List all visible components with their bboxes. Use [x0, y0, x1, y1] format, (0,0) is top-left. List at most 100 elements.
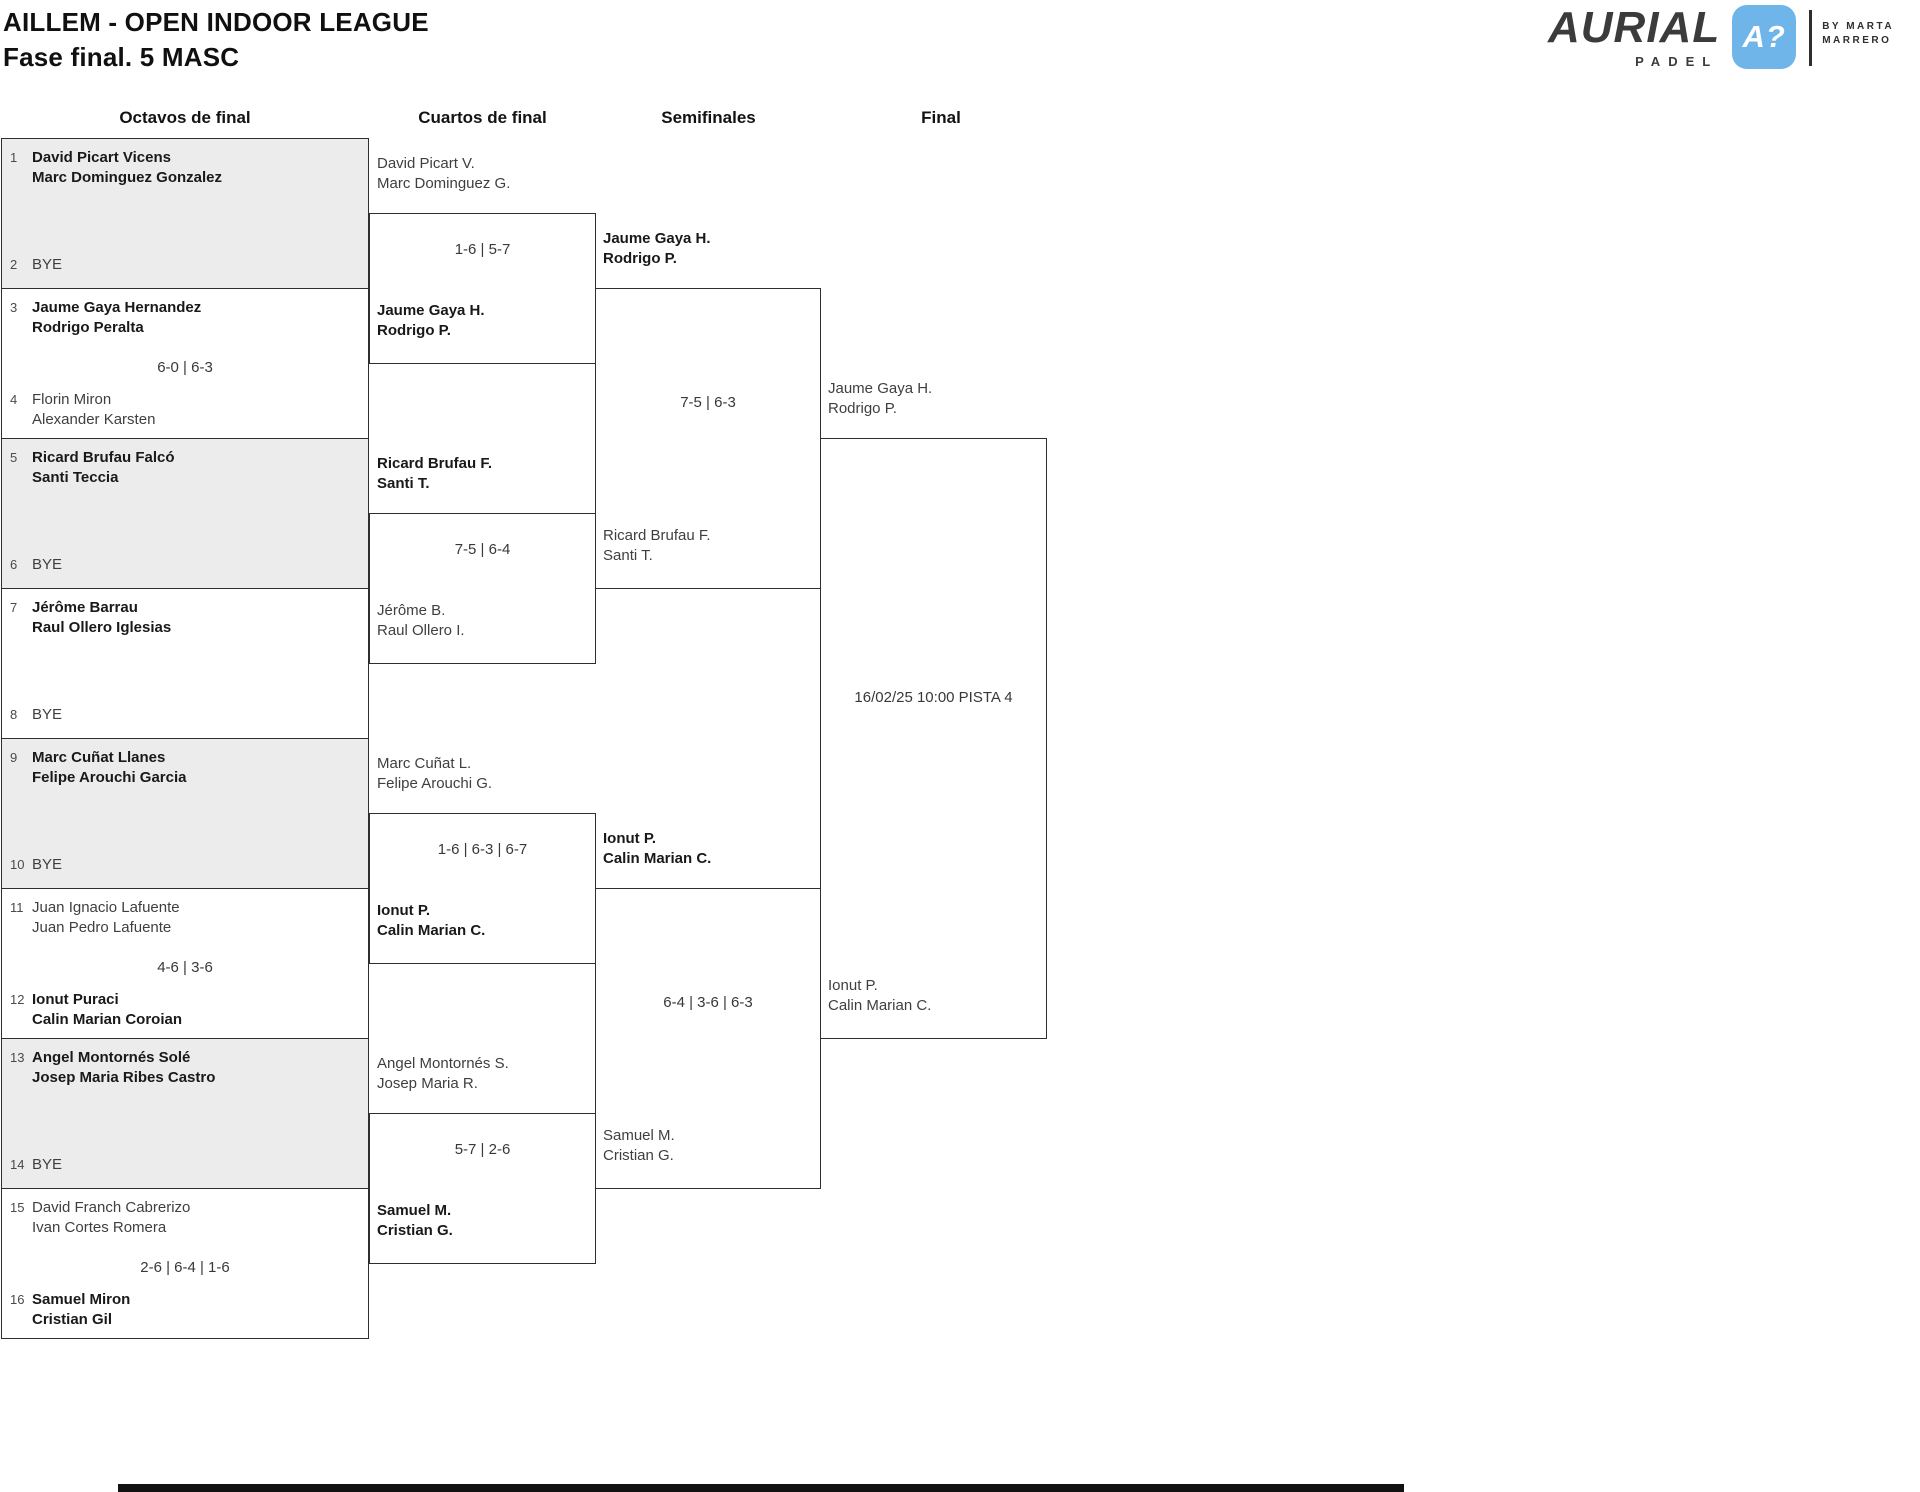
- player-line: Cristian G.: [603, 1147, 674, 1164]
- player-line: Alexander Karsten: [32, 411, 156, 428]
- player-line: Jaume Gaya Hernandez: [32, 299, 202, 316]
- seed-number: 13: [10, 1050, 25, 1065]
- team-name: BYE: [32, 705, 362, 725]
- team-label-bottom: Ionut P. Calin Marian C.: [828, 976, 931, 1016]
- player-line: Cristian Gil: [32, 1311, 113, 1328]
- player-line: David Franch Cabrerizo: [32, 1199, 191, 1216]
- round-header-final: Final: [921, 108, 961, 127]
- player-line: Ricard Brufau F.: [377, 455, 493, 472]
- match-slot-bottom: 4 Florin Miron Alexander Karsten: [10, 390, 362, 430]
- team-name: BYE: [32, 255, 362, 275]
- player-line: Cristian G.: [377, 1222, 453, 1239]
- team-name: Angel Montornés Solé Josep Maria Ribes C…: [32, 1048, 362, 1088]
- match-slot-bottom: 2 BYE: [10, 255, 362, 275]
- player-line: Raul Ollero I.: [377, 622, 465, 639]
- match-score: 5-7 | 2-6: [454, 1141, 511, 1158]
- seed-number: 15: [10, 1200, 25, 1215]
- player-line: Jaume Gaya H.: [603, 230, 711, 247]
- player-line: David Picart V.: [377, 155, 475, 172]
- round-header-cuartos: Cuartos de final: [418, 108, 547, 127]
- player-line: David Picart Vicens: [32, 149, 171, 166]
- player-line: Josep Maria R.: [377, 1075, 478, 1092]
- player-line: Calin Marian C.: [377, 922, 486, 939]
- match-slot-bottom: 10 BYE: [10, 855, 362, 875]
- seed-number: 10: [10, 857, 25, 872]
- seed-number: 8: [10, 707, 18, 722]
- player-line: Florin Miron: [32, 391, 112, 408]
- team-name: David Franch Cabrerizo Ivan Cortes Romer…: [32, 1198, 362, 1238]
- team-label-bottom: Jaume Gaya H. Rodrigo P.: [377, 301, 485, 341]
- bottom-scroll-bar[interactable]: [118, 1484, 1404, 1492]
- final-match: Jaume Gaya H. Rodrigo P. 16/02/25 10:00 …: [820, 380, 1047, 1039]
- brand-wordmark: AURIAL PADEL: [1548, 5, 1720, 70]
- match-slot-top: 15 David Franch Cabrerizo Ivan Cortes Ro…: [10, 1198, 362, 1238]
- match-score: 2-6 | 6-4 | 1-6: [140, 1259, 230, 1276]
- team-name: Ricard Brufau Falcó Santi Teccia: [32, 448, 362, 488]
- team-label-top: Marc Cuñat L. Felipe Arouchi G.: [377, 754, 492, 794]
- seed-number: 4: [10, 392, 18, 407]
- player-line: Angel Montornés S.: [377, 1055, 509, 1072]
- seed-number: 9: [10, 750, 18, 765]
- team-name: BYE: [32, 555, 362, 575]
- player-line: Rodrigo P.: [377, 322, 451, 339]
- player-line: Ionut P.: [377, 902, 431, 919]
- player-line: BYE: [32, 706, 63, 723]
- seed-number: 6: [10, 557, 18, 572]
- player-line: Santi T.: [603, 547, 653, 564]
- match-score: 7-5 | 6-4: [454, 541, 511, 558]
- r16-match-3: 5 Ricard Brufau Falcó Santi Teccia 6 BYE: [1, 438, 369, 589]
- team-name: Juan Ignacio Lafuente Juan Pedro Lafuent…: [32, 898, 362, 938]
- player-line: Samuel Miron: [32, 1291, 131, 1308]
- team-name: Ionut Puraci Calin Marian Coroian: [32, 990, 362, 1030]
- team-label-top: Angel Montornés S. Josep Maria R.: [377, 1054, 509, 1094]
- player-line: Jaume Gaya H.: [828, 380, 933, 397]
- match-slot-top: 1 David Picart Vicens Marc Dominguez Gon…: [10, 148, 362, 188]
- team-name: Florin Miron Alexander Karsten: [32, 390, 362, 430]
- team-label-top: Ionut P. Calin Marian C.: [603, 829, 711, 869]
- brand-byline: BY MARTA MARRERO: [1822, 20, 1894, 48]
- brand-product: PADEL: [1635, 54, 1719, 69]
- team-name: BYE: [32, 1155, 362, 1175]
- byline-line1: BY MARTA: [1822, 21, 1895, 32]
- match-score: 1-6 | 6-3 | 6-7: [437, 841, 528, 858]
- seed-number: 12: [10, 992, 25, 1007]
- phase-subtitle: Fase final. 5 MASC: [3, 42, 240, 72]
- seed-number: 5: [10, 450, 18, 465]
- player-line: Juan Pedro Lafuente: [32, 919, 172, 936]
- seed-number: 11: [10, 900, 24, 915]
- player-line: Calin Marian C.: [603, 850, 712, 867]
- match-slot-bottom: 6 BYE: [10, 555, 362, 575]
- team-name: David Picart Vicens Marc Dominguez Gonza…: [32, 148, 362, 188]
- match-slot-top: 9 Marc Cuñat Llanes Felipe Arouchi Garci…: [10, 748, 362, 788]
- player-line: BYE: [32, 256, 63, 273]
- team-name: BYE: [32, 855, 362, 875]
- match-slot-bottom: 8 BYE: [10, 705, 362, 725]
- seed-number: 3: [10, 300, 18, 315]
- match-slot-top: 7 Jérôme Barrau Raul Ollero Iglesias: [10, 598, 362, 638]
- page-title-block: AILLEM - OPEN INDOOR LEAGUE Fase final. …: [3, 5, 429, 75]
- player-line: Santi T.: [377, 475, 430, 492]
- logo-divider: [1809, 10, 1813, 66]
- seed-number: 7: [10, 600, 18, 615]
- brand-logo: AURIAL PADEL A? BY MARTA MARRERO: [1548, 5, 1894, 69]
- match-score: 4-6 | 3-6: [157, 959, 213, 976]
- player-line: BYE: [32, 1156, 63, 1173]
- brand-monogram-icon: A?: [1732, 5, 1797, 69]
- player-line: Jaume Gaya H.: [377, 302, 485, 319]
- team-label-bottom: Ionut P. Calin Marian C.: [377, 901, 485, 941]
- r16-match-7: 13 Angel Montornés Solé Josep Maria Ribe…: [1, 1038, 369, 1189]
- match-slot-top: 3 Jaume Gaya Hernandez Rodrigo Peralta: [10, 298, 362, 338]
- byline-line2: MARRERO: [1822, 35, 1892, 46]
- seed-number: 2: [10, 257, 18, 272]
- player-line: Ricard Brufau Falcó: [32, 449, 175, 466]
- qf-match-1: David Picart V. Marc Dominguez G. 1-6 | …: [369, 155, 596, 364]
- player-line: Calin Marian C.: [828, 997, 932, 1014]
- team-label-top: Ricard Brufau F. Santi T.: [377, 454, 492, 494]
- player-line: Marc Dominguez Gonzalez: [32, 169, 223, 186]
- match-slot-top: 11 Juan Ignacio Lafuente Juan Pedro Lafu…: [10, 898, 362, 938]
- player-line: Ivan Cortes Romera: [32, 1219, 167, 1236]
- sf-match-1: Jaume Gaya H. Rodrigo P. 7-5 | 6-3 Ricar…: [595, 230, 821, 589]
- match-slot-top: 13 Angel Montornés Solé Josep Maria Ribe…: [10, 1048, 362, 1088]
- team-label-top: Jaume Gaya H. Rodrigo P.: [603, 229, 711, 269]
